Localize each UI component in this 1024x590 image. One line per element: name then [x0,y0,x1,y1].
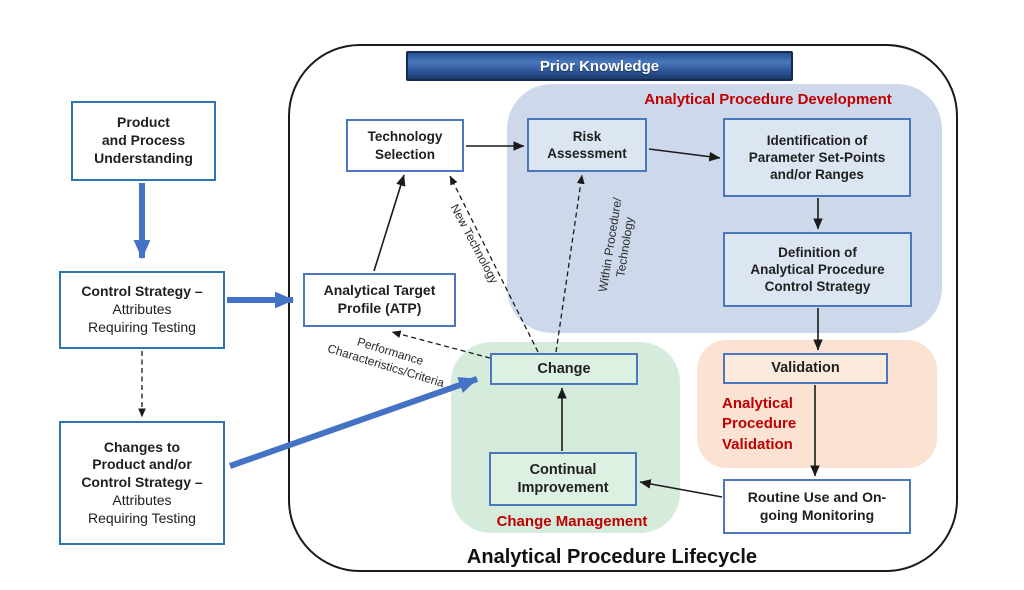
definition-line3: Control Strategy [764,279,871,295]
risk-line1: Risk [572,128,602,144]
technology-selection-box: Technology Selection [346,119,464,172]
technology-line2: Selection [374,146,436,162]
product-line1: Product [117,114,170,131]
change-management-region-label: Change Management [496,513,648,530]
definition-line2: Analytical Procedure [750,261,885,277]
validation-label-line3: Validation [722,435,793,453]
prior-knowledge-banner: Prior Knowledge [406,51,793,81]
development-region-label: Analytical Procedure Development [644,91,892,108]
changes-line5: Requiring Testing [88,509,196,526]
continual-line2: Improvement [517,480,609,496]
changes-line1: Changes to [103,438,181,455]
control-strategy-line2: Attributes [112,301,172,318]
change-box: Change [490,353,638,385]
diagram-title: Analytical Procedure Lifecycle [466,546,758,568]
identification-line2: Parameter Set-Points [748,149,886,165]
continual-improvement-box: Continual Improvement [489,452,637,506]
routine-line2: going Monitoring [759,506,875,523]
changes-line2: Product and/or [92,456,192,473]
risk-line2: Assessment [547,146,627,161]
changes-line4: Attributes [112,491,172,508]
routine-line1: Routine Use and On- [747,488,887,505]
validation-box: Validation [723,353,888,384]
prior-knowledge-label: Prior Knowledge [539,57,660,75]
routine-use-box: Routine Use and On- going Monitoring [723,479,911,534]
validation-region-label: Analytical Procedure Validation [722,394,842,455]
atp-line1: Analytical Target [323,282,436,299]
technology-line1: Technology [367,129,443,145]
product-line2: and Process [101,132,186,149]
changes-line3: Control Strategy – [81,474,203,491]
validation-label-line1: Analytical [722,395,793,412]
control-strategy-box: Control Strategy – Attributes Requiring … [59,271,225,349]
change-line1: Change [537,360,591,377]
definition-line1: Definition of [778,244,857,260]
atp-line2: Profile (ATP) [337,300,422,316]
product-line3: Understanding [94,149,193,166]
risk-assessment-box: Risk Assessment [527,118,647,172]
validation-line1: Validation [771,360,840,377]
validation-label-line2: Procedure [722,415,797,433]
continual-line1: Continual [529,461,597,478]
identification-box: Identification of Parameter Set-Points a… [723,118,911,197]
atp-box: Analytical Target Profile (ATP) [303,273,456,327]
identification-line3: and/or Ranges [770,167,864,183]
control-strategy-line1: Control Strategy – [81,283,203,300]
identification-line1: Identification of [766,132,868,148]
definition-box: Definition of Analytical Procedure Contr… [723,232,912,307]
changes-box: Changes to Product and/or Control Strate… [59,421,225,545]
control-strategy-line3: Requiring Testing [88,318,196,335]
product-process-box: Product and Process Understanding [71,101,216,181]
